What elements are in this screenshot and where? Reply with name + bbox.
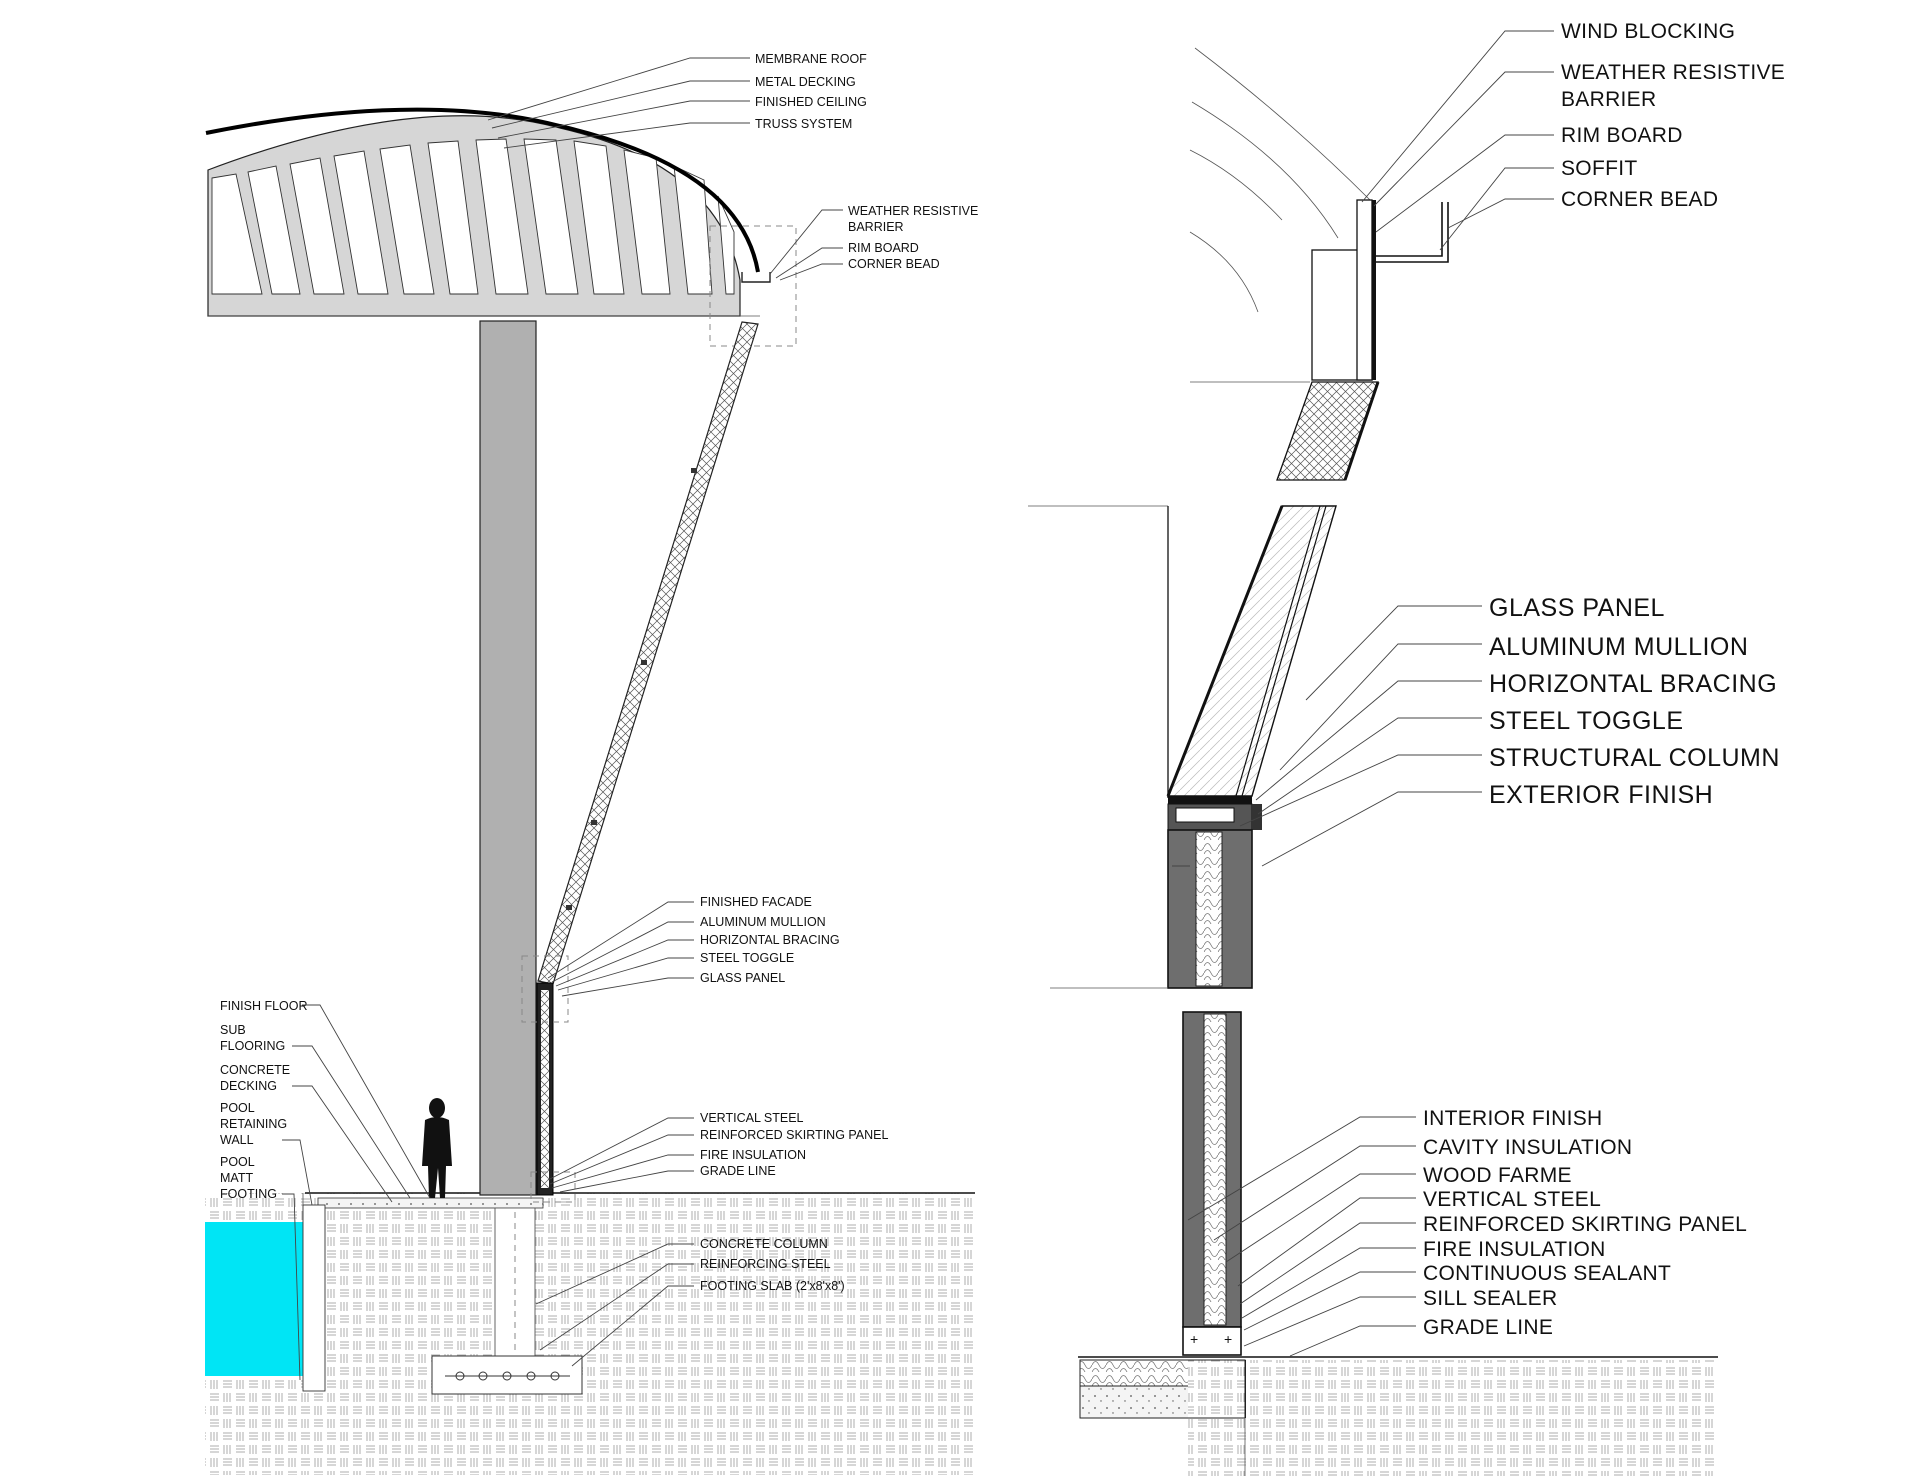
soffit-bracket	[1376, 202, 1449, 263]
wind-blocking	[1356, 199, 1373, 381]
truss-web-openings	[211, 138, 735, 295]
label-sub: SUB	[220, 1023, 246, 1037]
sloped-glass-facade	[537, 321, 759, 985]
left-floor-callouts: FINISH FLOOR SUB FLOORING CONCRETE DECKI…	[220, 999, 431, 1381]
label-flooring: FLOORING	[220, 1039, 285, 1053]
label-weather-resistive-r: WEATHER RESISTIVE	[1561, 61, 1785, 84]
label-concrete-column: CONCRETE COLUMN	[700, 1237, 828, 1251]
left-base-callouts: VERTICAL STEEL REINFORCED SKIRTING PANEL…	[547, 1111, 889, 1193]
label-corner-bead: CORNER BEAD	[848, 257, 940, 271]
label-weather-resistive: WEATHER RESISTIVE	[848, 204, 978, 218]
right-bottom-callouts: INTERIOR FINISH CAVITY INSULATION WOOD F…	[1187, 1107, 1747, 1357]
label-interior-finish: INTERIOR FINISH	[1423, 1107, 1603, 1130]
svg-text:+: +	[1190, 1331, 1198, 1347]
label-finished-ceiling: FINISHED CEILING	[755, 95, 867, 109]
left-footing-callouts: CONCRETE COLUMN REINFORCING STEEL FOOTIN…	[535, 1237, 845, 1367]
glass-panel-section	[1166, 505, 1337, 797]
label-vertical-steel: VERTICAL STEEL	[700, 1111, 804, 1125]
label-cavity-insulation: CAVITY INSULATION	[1423, 1136, 1632, 1159]
label-metal-decking: METAL DECKING	[755, 75, 856, 89]
label-pool: POOL	[220, 1101, 255, 1115]
label-reinforced-skirting-panel-r: REINFORCED SKIRTING PANEL	[1423, 1213, 1747, 1236]
label-footing-slab: FOOTING SLAB (2'x8'x8')	[700, 1279, 845, 1293]
horizontal-bracing-cap	[1168, 796, 1252, 804]
label-steel-toggle: STEEL TOGGLE	[700, 951, 794, 965]
footing-slab	[431, 1355, 583, 1395]
pool-retaining-wall	[302, 1204, 326, 1392]
human-scale-figure	[422, 1098, 452, 1198]
label-wind-blocking: WIND BLOCKING	[1561, 20, 1735, 43]
label-vertical-steel-r: VERTICAL STEEL	[1423, 1188, 1601, 1211]
ground-soil-right	[1188, 1360, 1718, 1476]
label-barrier-r: BARRIER	[1561, 88, 1656, 111]
left-roof-callouts: MEMBRANE ROOF METAL DECKING FINISHED CEI…	[487, 52, 867, 149]
label-aluminum-mullion: ALUMINUM MULLION	[700, 915, 826, 929]
label-rim-board: RIM BOARD	[848, 241, 919, 255]
floor-slab	[317, 1197, 544, 1209]
label-exterior-finish: EXTERIOR FINISH	[1489, 781, 1713, 809]
left-facade-callouts: FINISHED FACADE ALUMINUM MULLION HORIZON…	[547, 895, 840, 997]
exterior-finish-strip	[1252, 804, 1262, 830]
label-rim-board-r: RIM BOARD	[1561, 124, 1683, 147]
right-middle-callouts: GLASS PANEL ALUMINUM MULLION HORIZONTAL …	[1172, 594, 1780, 867]
reinforcing-bars	[445, 1371, 570, 1381]
label-grade-line: GRADE LINE	[700, 1164, 776, 1178]
svg-text:+: +	[1224, 1331, 1232, 1347]
label-barrier: BARRIER	[848, 220, 904, 234]
label-truss-system: TRUSS SYSTEM	[755, 117, 852, 131]
label-structural-column: STRUCTURAL COLUMN	[1489, 744, 1780, 772]
label-decking: DECKING	[220, 1079, 277, 1093]
label-horizontal-bracing-r: HORIZONTAL BRACING	[1489, 670, 1777, 698]
label-finished-facade: FINISHED FACADE	[700, 895, 812, 909]
label-finish-floor: FINISH FLOOR	[220, 999, 308, 1013]
label-concrete: CONCRETE	[220, 1063, 290, 1077]
label-corner-bead-r: CORNER BEAD	[1561, 188, 1718, 211]
label-glass-panel: GLASS PANEL	[700, 971, 785, 985]
label-horizontal-bracing: HORIZONTAL BRACING	[700, 933, 840, 947]
label-steel-toggle-r: STEEL TOGGLE	[1489, 707, 1684, 735]
label-sill-sealer: SILL SEALER	[1423, 1287, 1557, 1310]
label-fire-insulation: FIRE INSULATION	[700, 1148, 806, 1162]
label-pool-2: POOL	[220, 1155, 255, 1169]
label-grade-line-r: GRADE LINE	[1423, 1316, 1553, 1339]
structural-column	[479, 320, 537, 1196]
sill-plate	[1182, 1326, 1242, 1356]
label-retaining: RETAINING	[220, 1117, 287, 1131]
right-bottom-detail: + +	[1078, 1011, 1718, 1476]
label-wood-farme: WOOD FARME	[1423, 1164, 1572, 1187]
right-top-callouts: WIND BLOCKING WEATHER RESISTIVE BARRIER …	[1361, 20, 1785, 251]
ground-soil	[205, 1193, 975, 1475]
label-membrane-roof: MEMBRANE ROOF	[755, 52, 867, 66]
label-footing: FOOTING	[220, 1187, 277, 1201]
label-reinforced-skirting-panel: REINFORCED SKIRTING PANEL	[700, 1128, 889, 1142]
label-soffit: SOFFIT	[1561, 157, 1637, 180]
label-matt: MATT	[220, 1171, 253, 1185]
left-building-section	[205, 107, 975, 1475]
label-continuous-sealant: CONTINUOUS SEALANT	[1423, 1262, 1671, 1285]
pool-water	[205, 1222, 303, 1376]
facade-mullion-clips	[566, 468, 697, 910]
label-fire-insulation-r: FIRE INSULATION	[1423, 1238, 1606, 1261]
eave-corner	[741, 272, 771, 283]
label-aluminum-mullion-r: ALUMINUM MULLION	[1489, 633, 1748, 661]
left-eave-callouts: WEATHER RESISTIVE BARRIER RIM BOARD CORN…	[769, 204, 978, 281]
label-wall: WALL	[220, 1133, 254, 1147]
right-top-detail	[1189, 47, 1449, 481]
label-glass-panel-r: GLASS PANEL	[1489, 594, 1665, 622]
right-middle-detail	[1028, 505, 1337, 989]
label-reinforcing-steel: REINFORCING STEEL	[700, 1257, 831, 1271]
